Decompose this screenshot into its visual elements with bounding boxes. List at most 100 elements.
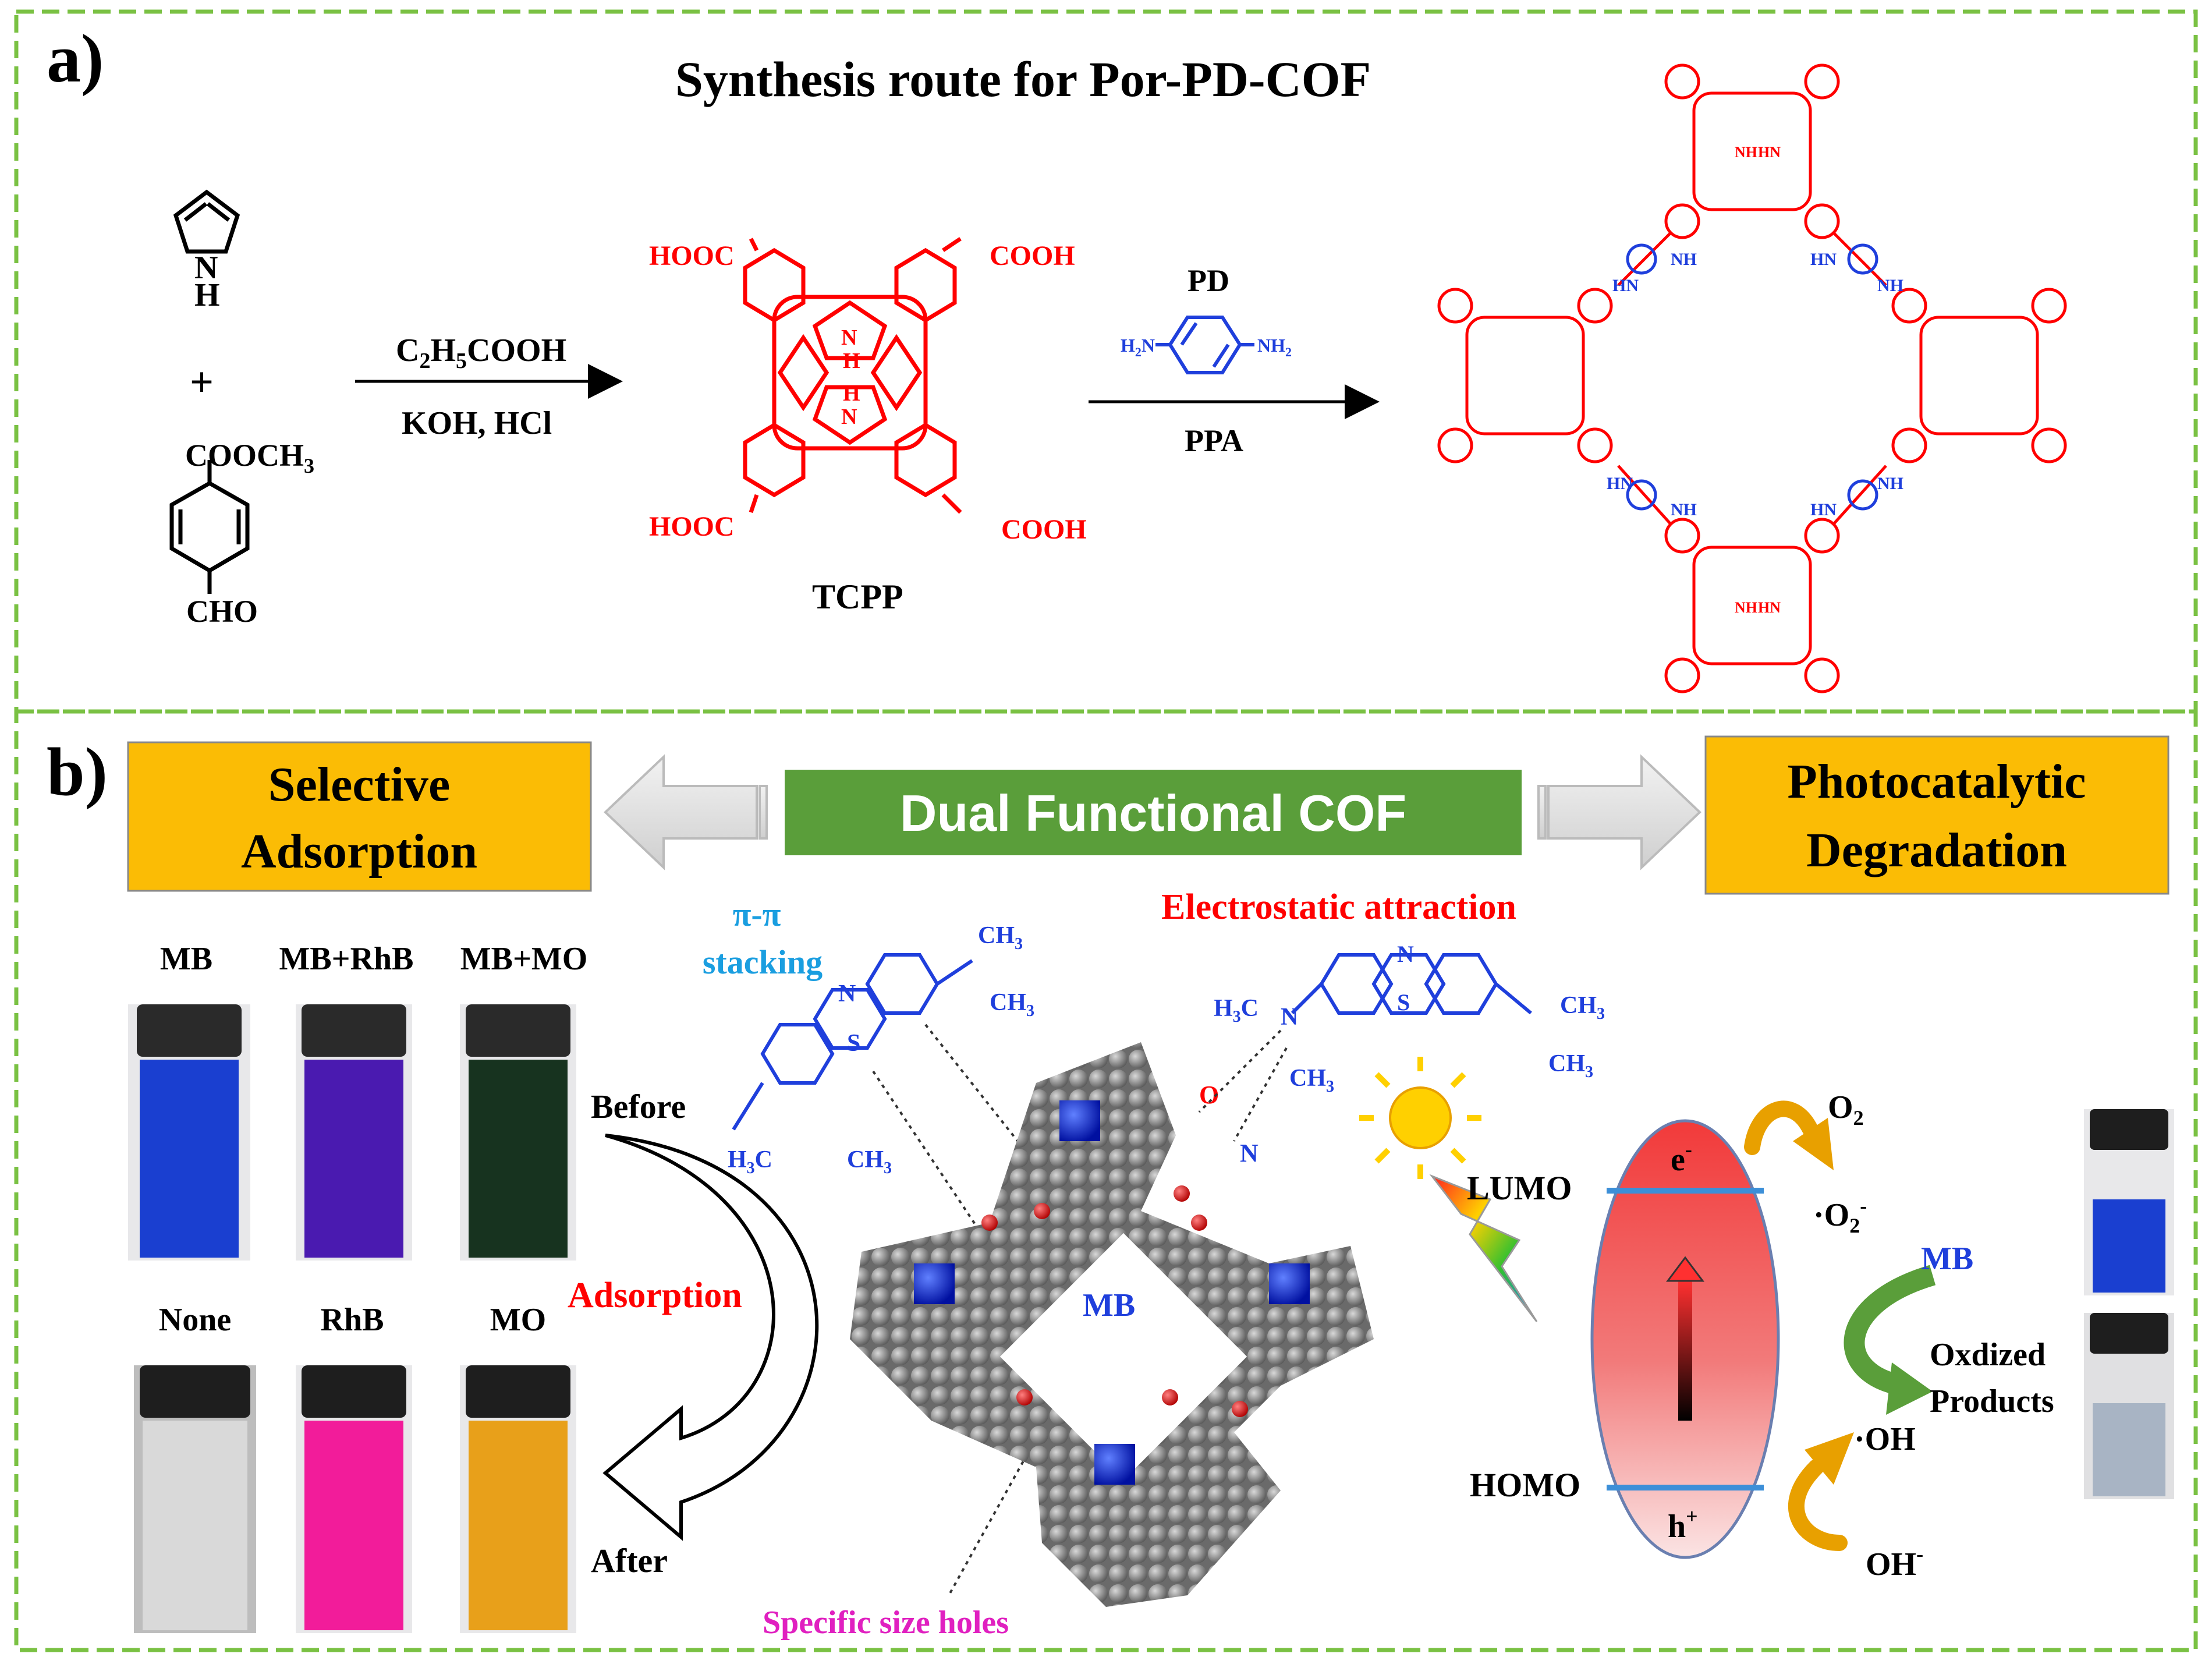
vial-mo bbox=[460, 1365, 576, 1633]
vial-mb bbox=[128, 1004, 250, 1261]
specific-size-holes: Specific size holes bbox=[763, 1605, 1009, 1641]
tcpp-hooc-bottom: HOOC bbox=[649, 511, 735, 542]
cho-label: CHO bbox=[186, 594, 258, 629]
excitation-arrow-head bbox=[1666, 1256, 1704, 1282]
before-label: Before bbox=[591, 1088, 686, 1125]
reagent-propionic-acid: C2H5COOH bbox=[396, 332, 566, 373]
dual-functional-bar bbox=[785, 770, 1522, 855]
pd-h2n: H2N bbox=[1121, 335, 1155, 359]
pyrrole-h: H bbox=[194, 277, 220, 313]
cof-nh-1: NH bbox=[1671, 250, 1697, 269]
panel-b-frame bbox=[14, 709, 2198, 1652]
mb-left-n: N bbox=[838, 980, 856, 1007]
cof-node-hn-top: HN bbox=[1758, 144, 1781, 161]
cooch3-label: COOCH3 bbox=[185, 438, 314, 477]
cof-node-nh-top: NH bbox=[1735, 144, 1757, 161]
tcpp-core-h1: H bbox=[843, 349, 860, 373]
mb-right-ch3-low: CH3 bbox=[1289, 1065, 1334, 1096]
tcpp-cooh-bottom: COOH bbox=[1001, 514, 1087, 545]
cof-space-filling-model bbox=[850, 1042, 1374, 1607]
vial-none bbox=[134, 1365, 256, 1633]
mb-right-h3c: H3C bbox=[1214, 995, 1259, 1026]
pyrrole-n: N bbox=[194, 250, 218, 286]
vial-label-rhb: RhB bbox=[321, 1302, 384, 1338]
sun-icon bbox=[1359, 1057, 1481, 1179]
mb-molecule-right bbox=[1291, 953, 1532, 1015]
hydroxyl-radical-label: ·OH bbox=[1854, 1421, 1916, 1457]
mb-left-ch3-low: CH3 bbox=[847, 1146, 892, 1177]
cof-hn-1: HN bbox=[1612, 276, 1639, 295]
o2-arrow-head bbox=[1793, 1118, 1834, 1170]
cof-nh-2: NH bbox=[1877, 276, 1903, 295]
cof-nh-3: NH bbox=[1671, 500, 1697, 519]
selective-adsorption-box bbox=[127, 741, 592, 892]
selective-line2: Adsorption bbox=[241, 824, 477, 879]
cof-node-nh-bottom: NH bbox=[1735, 599, 1757, 616]
vial-photo-after bbox=[2084, 1313, 2174, 1499]
cof-hn-2: HN bbox=[1810, 250, 1837, 269]
dual-functional-cof: Dual Functional COF bbox=[900, 784, 1406, 842]
mb-right-ch3-a: CH3 bbox=[1560, 992, 1605, 1023]
excitation-bar bbox=[1678, 1281, 1692, 1421]
mb-molecule-left bbox=[732, 953, 973, 1131]
mb-right-n-top: N bbox=[1397, 941, 1414, 967]
vial-label-mb: MB bbox=[160, 941, 212, 977]
mb-left-s: S bbox=[847, 1030, 860, 1057]
mb-left-ch3-bot: CH3 bbox=[990, 989, 1034, 1020]
electron-label: e- bbox=[1671, 1138, 1692, 1178]
mb-right-ch3-b: CH3 bbox=[1548, 1050, 1593, 1081]
homo-label: HOMO bbox=[1470, 1466, 1580, 1504]
interaction-n: N bbox=[1240, 1139, 1259, 1167]
oxidized-line2: Products bbox=[1930, 1383, 2054, 1419]
panel-a-title: Synthesis route for Por-PD-COF bbox=[675, 51, 1371, 107]
pi-stacking-line1: π-π bbox=[733, 895, 781, 933]
mb-left-ch3-top: CH3 bbox=[978, 922, 1023, 953]
vial-label-mb-mo: MB+MO bbox=[460, 941, 588, 977]
photocatalytic-line1: Photocatalytic bbox=[1787, 755, 2086, 809]
after-label: After bbox=[591, 1542, 668, 1580]
vial-mb-mo bbox=[460, 1004, 576, 1261]
panel-b-label: b) bbox=[47, 734, 108, 810]
mb-right-s: S bbox=[1397, 989, 1410, 1015]
tcpp-core-n1: N bbox=[841, 325, 857, 350]
pd-nh2: NH2 bbox=[1257, 335, 1292, 359]
cof-hn-3: HN bbox=[1607, 474, 1633, 493]
photocatalytic-line2: Degradation bbox=[1806, 823, 2067, 877]
pi-stacking-line2: stacking bbox=[703, 943, 823, 981]
benzaldehyde-structure bbox=[169, 460, 250, 594]
mb-green-arrow bbox=[1844, 1265, 1936, 1396]
selective-line1: Selective bbox=[268, 757, 451, 812]
mb-left-h3c: H3C bbox=[728, 1146, 772, 1177]
plus-sign: + bbox=[190, 359, 214, 405]
tcpp-core-h2: H bbox=[843, 381, 860, 406]
right-grey-arrow bbox=[1537, 754, 1701, 870]
ppa-label: PPA bbox=[1185, 423, 1243, 458]
tcpp-cooh-top: COOH bbox=[990, 240, 1075, 271]
electrostatic-label: Electrostatic attraction bbox=[1161, 887, 1516, 927]
adsorption-curved-arrow bbox=[602, 1134, 819, 1541]
vial-label-mo: MO bbox=[490, 1302, 546, 1338]
hydroxide-label: OH- bbox=[1866, 1542, 1923, 1582]
vial-label-mb-rhb: MB+RhB bbox=[279, 941, 413, 977]
mb-right-nplus: N bbox=[1281, 1004, 1298, 1031]
cof-hn-4: HN bbox=[1810, 500, 1837, 519]
tcpp-hooc-top: HOOC bbox=[649, 240, 735, 271]
cof-node-hn-bottom: HN bbox=[1758, 599, 1781, 616]
mb-right-label: MB bbox=[1921, 1241, 1973, 1277]
mb-green-arrow-head bbox=[1886, 1362, 1933, 1415]
pyrrole-structure bbox=[173, 189, 240, 254]
vial-photo-before bbox=[2084, 1109, 2174, 1295]
pd-structure bbox=[1155, 316, 1254, 374]
superoxide-label: ·O2- bbox=[1813, 1194, 1867, 1237]
oh-curved-arrow bbox=[1788, 1459, 1848, 1551]
vial-label-none: None bbox=[159, 1302, 231, 1338]
adsorption-label: Adsorption bbox=[568, 1276, 742, 1315]
o2-label: O2 bbox=[1828, 1089, 1864, 1130]
hole-label: h+ bbox=[1668, 1504, 1698, 1545]
oxidized-line1: Oxdized bbox=[1930, 1337, 2046, 1373]
cof-framework: NH HN HN NH HN NH HN NH NH HN NH HN bbox=[1437, 63, 2067, 693]
reagent-koh-hcl: KOH, HCl bbox=[402, 405, 552, 441]
panel-a-label: a) bbox=[47, 20, 104, 97]
panel-a-frame bbox=[14, 9, 2198, 714]
